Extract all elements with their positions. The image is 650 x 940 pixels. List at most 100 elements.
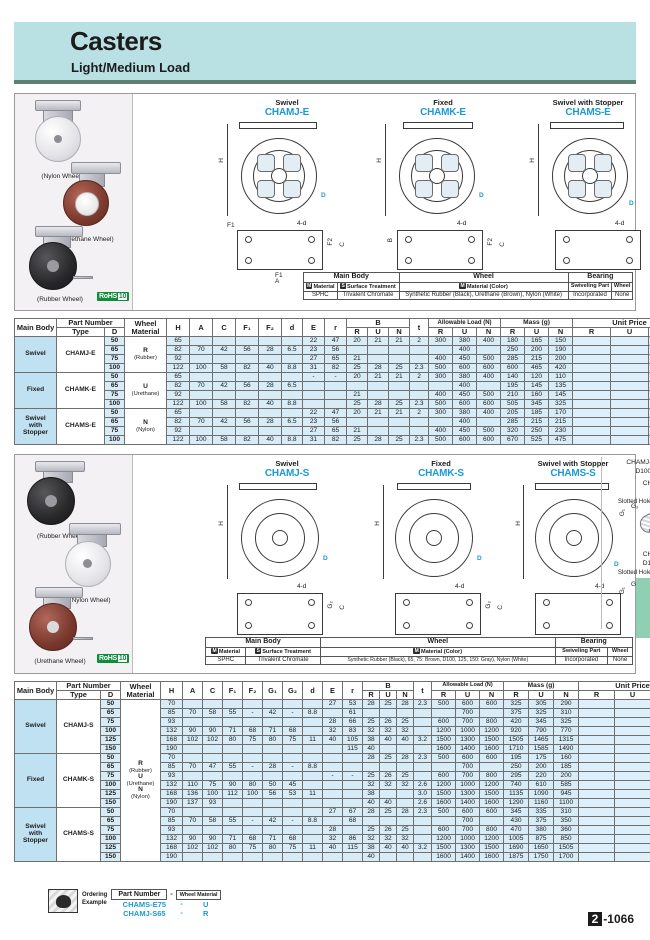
cell-unit-price-u[interactable] — [615, 745, 650, 754]
cell-unit-price-u[interactable] — [615, 763, 650, 772]
cell-br: 25 — [347, 400, 368, 409]
cell-a: 100 — [190, 436, 213, 445]
th2-r: r — [343, 682, 363, 700]
cell-unit-price-r[interactable] — [579, 772, 615, 781]
cell-diameter: 100 — [101, 835, 121, 844]
cell-e — [323, 790, 343, 799]
cell-unit-price-r[interactable] — [579, 781, 615, 790]
cell-unit-price-r[interactable] — [579, 835, 615, 844]
cell-lu: 380 — [453, 337, 477, 346]
cell-unit-price-r[interactable] — [579, 790, 615, 799]
cell-lu: 1300 — [456, 844, 480, 853]
cell-unit-price-r[interactable] — [573, 418, 611, 427]
cell-unit-price-r[interactable] — [579, 826, 615, 835]
cell-unit-price-u[interactable] — [615, 844, 650, 853]
cell-unit-price-u[interactable] — [615, 808, 650, 817]
cell-unit-price-r[interactable] — [573, 382, 611, 391]
cell-unit-price-r[interactable] — [579, 763, 615, 772]
cell-e — [323, 754, 343, 763]
cell-g1: 71 — [263, 727, 283, 736]
cell-lu: 400 — [453, 418, 477, 427]
cell-mu: 215 — [525, 418, 549, 427]
cell-unit-price-r[interactable] — [579, 745, 615, 754]
cell-unit-price-r[interactable] — [579, 709, 615, 718]
cell-unit-price-u[interactable] — [615, 772, 650, 781]
cell-lr: 300 — [429, 373, 453, 382]
cell-mu: 215 — [525, 355, 549, 364]
side-tab — [636, 578, 650, 638]
cell-unit-price-u[interactable] — [611, 364, 649, 373]
cell-unit-price-r[interactable] — [573, 427, 611, 436]
cell-f1: 55 — [223, 709, 243, 718]
cell-unit-price-u[interactable] — [615, 835, 650, 844]
cell-unit-price-u[interactable] — [611, 382, 649, 391]
cell-bu — [368, 427, 389, 436]
cell-unit-price-r[interactable] — [573, 337, 611, 346]
cell-unit-price-u[interactable] — [611, 436, 649, 445]
cell-bu: 26 — [380, 718, 397, 727]
cell-unit-price-u[interactable] — [615, 853, 650, 862]
cell-r: 56 — [325, 418, 347, 427]
cell-unit-price-r[interactable] — [579, 799, 615, 808]
cell-unit-price-r[interactable] — [579, 754, 615, 763]
cell-g1 — [263, 772, 283, 781]
cell-unit-price-u[interactable] — [615, 817, 650, 826]
cell-f1 — [223, 745, 243, 754]
cell-e: - — [303, 373, 325, 382]
cell-unit-price-u[interactable] — [615, 718, 650, 727]
cell-f2: 40 — [259, 364, 282, 373]
cell-h: 168 — [161, 790, 183, 799]
th2-g1: G₁ — [263, 682, 283, 700]
cell-unit-price-u[interactable] — [615, 781, 650, 790]
cell-br — [363, 817, 380, 826]
cell-unit-price-u[interactable] — [615, 727, 650, 736]
cell-unit-price-r[interactable] — [573, 346, 611, 355]
cell-h: 82 — [167, 382, 190, 391]
cell-unit-price-r[interactable] — [573, 409, 611, 418]
cell-unit-price-u[interactable] — [611, 418, 649, 427]
cell-mu: 345 — [525, 400, 549, 409]
cell-unit-price-u[interactable] — [615, 709, 650, 718]
cell-unit-price-u[interactable] — [615, 700, 650, 709]
cell-unit-price-u[interactable] — [615, 736, 650, 745]
cell-unit-price-r[interactable] — [573, 373, 611, 382]
cell-unit-price-u[interactable] — [611, 373, 649, 382]
dim-label-4d: 4-d — [457, 220, 466, 227]
cell-a — [183, 718, 203, 727]
cell-unit-price-r[interactable] — [573, 436, 611, 445]
cell-unit-price-r[interactable] — [579, 853, 615, 862]
cell-unit-price-r[interactable] — [579, 808, 615, 817]
cell-unit-price-u[interactable] — [615, 754, 650, 763]
cell-unit-price-u[interactable] — [615, 799, 650, 808]
cell-br: 32 — [363, 727, 380, 736]
cell-unit-price-u[interactable] — [611, 409, 649, 418]
cell-f1 — [223, 772, 243, 781]
cell-unit-price-u[interactable] — [615, 790, 650, 799]
cell-wheel-material: N(Nylon) — [125, 409, 167, 445]
cell-unit-price-r[interactable] — [573, 391, 611, 400]
cell-t — [410, 427, 429, 436]
cell-unit-price-u[interactable] — [611, 400, 649, 409]
cell-unit-price-r[interactable] — [579, 718, 615, 727]
cell-r — [343, 763, 363, 772]
cell-unit-price-r[interactable] — [579, 700, 615, 709]
cell-d — [303, 718, 323, 727]
cell-c: 75 — [203, 781, 223, 790]
cell-unit-price-r[interactable] — [579, 844, 615, 853]
cell-unit-price-r[interactable] — [573, 400, 611, 409]
cell-unit-price-u[interactable] — [611, 337, 649, 346]
cell-unit-price-r[interactable] — [573, 364, 611, 373]
drawing-fixed-s-side: H D — [371, 481, 521, 581]
cell-unit-price-u[interactable] — [611, 355, 649, 364]
cell-unit-price-u[interactable] — [611, 391, 649, 400]
cell-unit-price-u[interactable] — [611, 346, 649, 355]
cell-unit-price-r[interactable] — [579, 727, 615, 736]
cell-unit-price-u[interactable] — [615, 826, 650, 835]
cell-unit-price-r[interactable] — [579, 736, 615, 745]
cell-unit-price-r[interactable] — [573, 355, 611, 364]
cell-unit-price-r[interactable] — [579, 817, 615, 826]
cell-unit-price-u[interactable] — [611, 427, 649, 436]
